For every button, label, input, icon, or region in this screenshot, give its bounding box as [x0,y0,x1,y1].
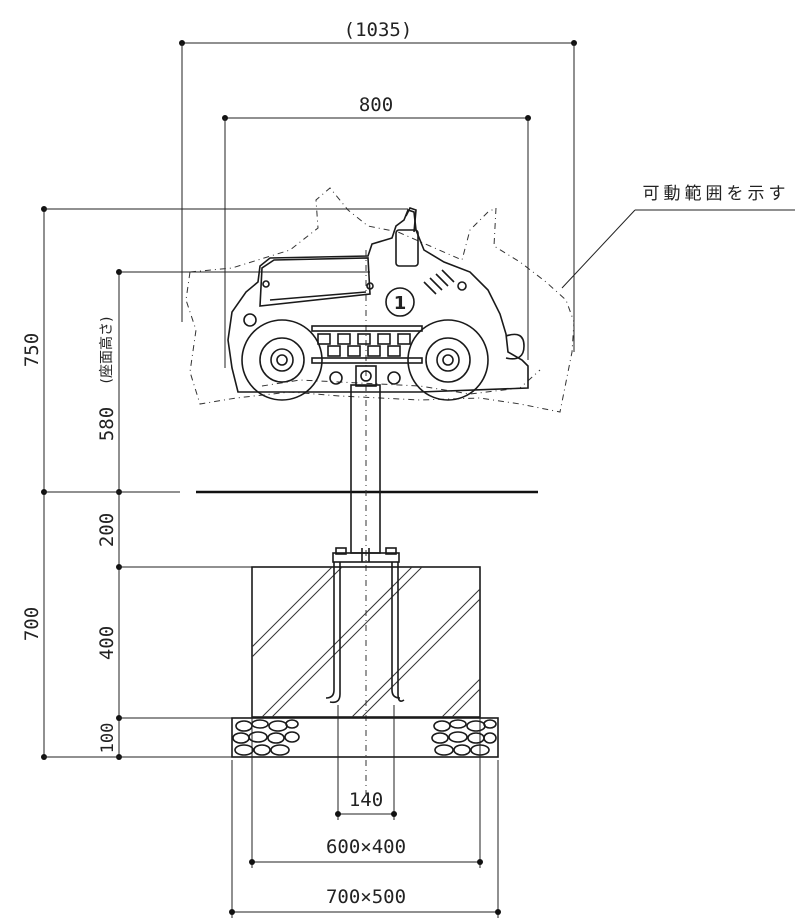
range-of-motion-label: 可動範囲を示す [643,184,790,204]
dimension-700: 700 [21,607,47,760]
dimension-580: 580 (座面高さ) [96,269,370,760]
range-of-motion-outline [185,187,575,413]
dimension-140: 140 [335,705,397,820]
total-height-label: 750 [21,333,43,367]
base-plate [332,547,400,563]
post-height-label: 200 [96,513,118,547]
bolt-spacing-label: 140 [349,789,383,811]
gravel-base [231,717,499,758]
seat-height-note: (座面高さ) [98,317,115,384]
seat-height-label: 580 [96,407,118,441]
movement-width-label: (1035) [344,19,413,41]
dimension-600x400: 600×400 [249,717,483,868]
rear-wheel [241,319,323,401]
concrete-height-label: 400 [96,626,118,660]
car-body: 1 [227,207,529,393]
front-wheel [407,319,489,401]
concrete-size-label: 600×400 [326,836,406,858]
foundation-depth-label: 700 [21,607,43,641]
gravel-height-label: 100 [98,723,118,754]
gravel-size-label: 700×500 [326,886,406,908]
concrete-foundation [251,562,481,718]
body-width-label: 800 [359,94,393,116]
range-note: 可動範囲を示す [561,184,795,289]
dimension-1035: (1035) [179,19,577,352]
range-of-motion-outline-inner [261,369,541,395]
dimension-700x500: 700×500 [229,760,501,918]
svg-text:1: 1 [394,293,407,314]
dimension-750: 750 [21,206,408,757]
dimension-800: 800 [222,94,531,368]
